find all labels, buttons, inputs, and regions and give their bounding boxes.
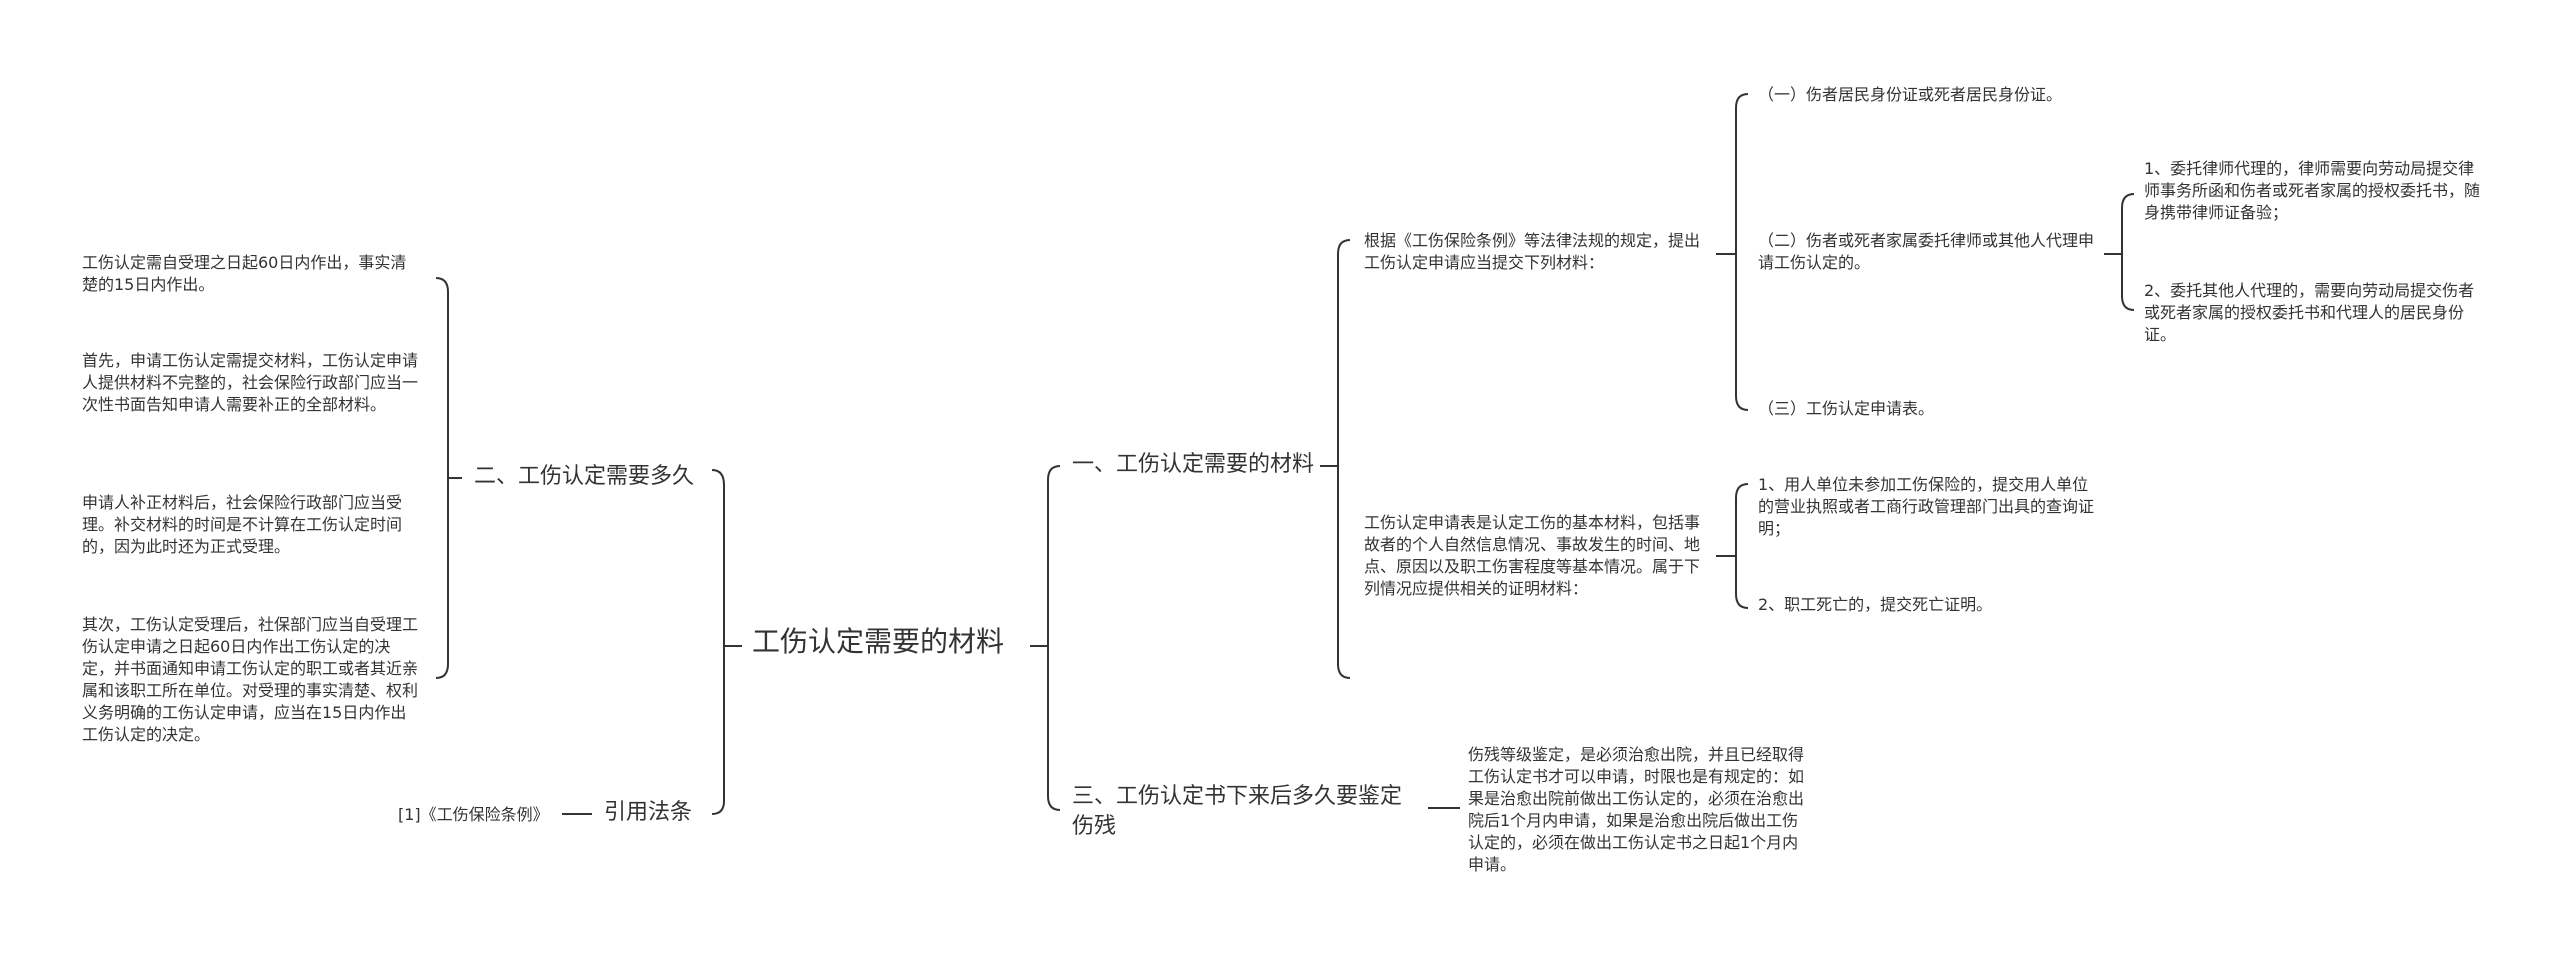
duration-bracket [435,277,449,679]
branch-disability[interactable]: 三、工伤认定书下来后多久要鉴定伤残 [1072,784,1403,839]
statute-bracket [1735,93,1749,411]
branch-duration[interactable]: 二、工伤认定需要多久 [474,464,695,489]
left-main-bracket [711,469,725,815]
form-basic-bracket [1735,483,1749,609]
id-proof-item[interactable]: （一）伤者居民身份证或死者居民身份证。 [1758,85,2063,104]
duration-item-2[interactable]: 首先，申请工伤认定需提交材料，工伤认定申请人提供材料不完整的，社会保险行政部门应… [82,351,419,414]
agent-bracket [2121,193,2135,311]
agent-item[interactable]: （二）伤者或死者家属委托律师或其他人代理申请工伤认定的。 [1758,231,2095,272]
death-item[interactable]: 2、职工死亡的，提交死亡证明。 [1758,595,1993,614]
duration-item-4[interactable]: 其次，工伤认定受理后，社保部门应当自受理工伤认定申请之日起60日内作出工伤认定的… [82,615,419,744]
reference-item-1[interactable]: [1]《工伤保险条例》 [398,805,549,824]
branch-references[interactable]: 引用法条 [604,800,693,825]
right-main-bracket [1047,465,1061,811]
disability-item-1[interactable]: 伤残等级鉴定，是必须治愈出院，并且已经取得工伤认定书才可以申请，时限也是有规定的… [1468,745,1805,874]
duration-item-1[interactable]: 工伤认定需自受理之日起60日内作出，事实清楚的15日内作出。 [82,253,407,294]
branch-materials[interactable]: 一、工伤认定需要的材料 [1072,452,1315,477]
statute-intro[interactable]: 根据《工伤保险条例》等法律法规的规定，提出工伤认定申请应当提交下列材料： [1364,231,1701,272]
lawyer-agent-item[interactable]: 1、委托律师代理的，律师需要向劳动局提交律师事务所函和伤者或死者家属的授权委托书… [2144,159,2481,222]
duration-item-3[interactable]: 申请人补正材料后，社会保险行政部门应当受理。补交材料的时间是不计算在工伤认定时间… [82,493,403,556]
root-topic[interactable]: 工伤认定需要的材料 [752,625,1005,658]
materials-bracket [1337,239,1351,679]
form-basic[interactable]: 工伤认定申请表是认定工伤的基本材料，包括事故者的个人自然信息情况、事故发生的时间… [1364,513,1701,598]
form-item[interactable]: （三）工伤认定申请表。 [1758,399,1935,418]
uninsured-item[interactable]: 1、用人单位未参加工伤保险的，提交用人单位的营业执照或者工商行政管理部门出具的查… [1758,475,2095,538]
other-agent-item[interactable]: 2、委托其他人代理的，需要向劳动局提交伤者或死者家属的授权委托书和代理人的居民身… [2144,281,2475,344]
